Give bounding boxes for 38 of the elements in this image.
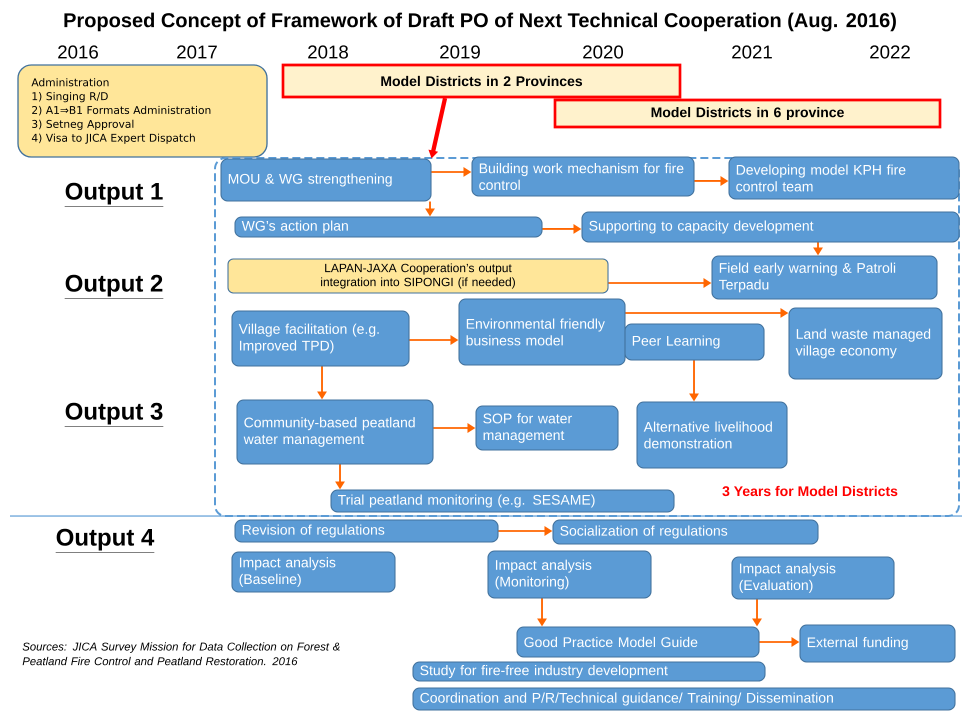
- output-heading: Output 2: [64, 274, 164, 299]
- process-box: Impact analysis (Monitoring): [487, 550, 652, 599]
- process-box: Good Practice Model Guide: [516, 626, 760, 658]
- process-box: WG’s action plan: [234, 216, 543, 238]
- process-box: Alternative livelihood demonstration: [636, 401, 788, 469]
- region-label: 3 Years for Model Districts: [722, 486, 898, 496]
- process-box: Village facilitation (e.g. Improved TPD): [231, 310, 410, 367]
- banner-box: Model Districts in 6 province: [554, 98, 942, 128]
- process-box: SOP for water management: [475, 405, 619, 451]
- output-heading: Output 3: [64, 402, 164, 427]
- output-heading: Output 1: [64, 182, 164, 207]
- note-box: Administration 1) Singing R/D 2) A1⇒B1 Formats Administration 3) Setneg Approval 4) Visa to JICA Expert Dispatch: [17, 64, 268, 158]
- process-box: Coordination and P/R/Technical guidance/ Training/ Dissemination: [412, 687, 956, 711]
- year-label: 2021: [732, 45, 772, 59]
- process-box: Socialization of regulations: [552, 519, 819, 545]
- process-box: MOU & WG strengthening: [220, 158, 432, 202]
- banner-box: Model Districts in 2 Provinces: [282, 64, 682, 98]
- process-box: Trial peatland monitoring (e.g. SESAME): [330, 489, 675, 513]
- process-box: Land waste managed village economy: [788, 307, 943, 380]
- year-label: 2020: [583, 45, 624, 59]
- title: Proposed Concept of Framework of Draft PO of Next Technical Cooperation (Aug. 2016): [64, 12, 896, 32]
- process-box: Supporting to capacity development: [581, 211, 960, 243]
- process-box: Impact analysis (Evaluation): [731, 556, 895, 600]
- process-box: LAPAN-JAXA Cooperation’s output integration into SIPONGI (if needed): [227, 258, 609, 294]
- process-box: Community-based peatland water management: [236, 399, 434, 465]
- process-box: External funding: [799, 624, 956, 663]
- process-box: Peer Learning: [624, 323, 765, 361]
- year-label: 2022: [870, 45, 910, 59]
- output-heading: Output 4: [55, 528, 155, 553]
- process-box: Field early warning & Patroli Terpadu: [711, 255, 938, 300]
- source-note: Sources: JICA Survey Mission for Data Collection on Forest & Peatland Fire Control and Peatland Restoration. 2016: [22, 642, 340, 666]
- process-box: Building work mechanism for fire control: [471, 156, 695, 197]
- process-box: Environmental friendly business model: [458, 298, 626, 366]
- year-label: 2018: [308, 45, 348, 59]
- process-box: Developing model KPH fire control team: [728, 156, 960, 200]
- process-box: Impact analysis (Baseline): [231, 551, 396, 593]
- process-box: Revision of regulations: [234, 519, 499, 543]
- process-box: Study for fire-free industry development: [412, 661, 766, 682]
